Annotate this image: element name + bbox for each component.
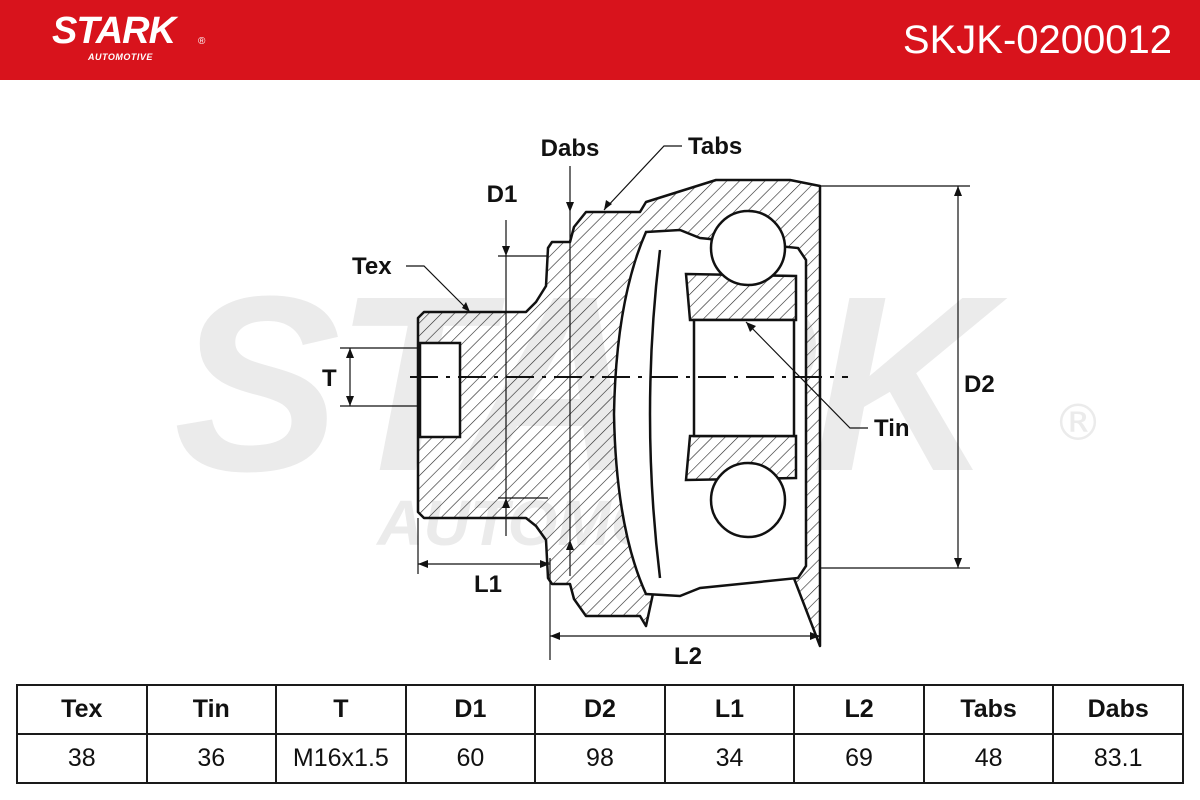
label-t: T — [322, 365, 337, 392]
label-tin: Tin — [874, 415, 910, 442]
stark-logo: STARK ® AUTOMOTIVE — [52, 10, 212, 66]
arrowheads — [346, 186, 962, 640]
arrow-l2-right — [810, 632, 820, 640]
col-header: D2 — [534, 684, 666, 735]
cv-joint-drawing: Dabs Tabs D1 Tex T D2 Tin L1 L2 — [322, 133, 995, 670]
arrow-dabs-top — [566, 202, 574, 212]
arrow-t-bottom — [346, 396, 354, 406]
arrow-dabs-bottom — [566, 540, 574, 550]
header-rect — [0, 0, 1200, 80]
label-tabs: Tabs — [688, 133, 742, 160]
arrow-l1-right — [540, 560, 550, 568]
table-cell: 69 — [793, 733, 925, 784]
arrow-d2-top — [954, 186, 962, 196]
label-d2: D2 — [964, 371, 995, 398]
label-l1: L1 — [474, 571, 502, 598]
dimension-lines — [340, 145, 970, 660]
raceway-curve — [648, 249, 662, 579]
arrow-d2-bottom — [954, 558, 962, 568]
shaft-bore — [418, 341, 462, 439]
arrow-l2-left — [550, 632, 560, 640]
col-header: Dabs — [1052, 684, 1184, 735]
balls — [709, 209, 787, 539]
table-cell: 38 — [16, 733, 148, 784]
arrow-tabs — [604, 200, 612, 210]
logo-registered-icon: ® — [198, 36, 206, 47]
header-background — [0, 0, 1200, 80]
label-dabs: Dabs — [541, 135, 600, 162]
leader-tex — [406, 265, 471, 313]
ball-top — [709, 209, 787, 287]
arrow-d1-top — [502, 246, 510, 256]
logo-brand: STARK — [52, 10, 176, 52]
header-bar: STARK ® AUTOMOTIVE SKJK-0200012 — [0, 0, 1200, 80]
spec-table-header-row: Tex Tin T D1 D2 L1 L2 Tabs Dabs — [16, 684, 1184, 735]
col-header: L2 — [793, 684, 925, 735]
ball-bottom — [709, 461, 787, 539]
spec-table-value-row: 38 36 M16x1.5 60 98 34 69 48 83.1 — [16, 733, 1184, 784]
leader-tin — [745, 321, 868, 429]
label-d1: D1 — [487, 181, 518, 208]
col-header: Tex — [16, 684, 148, 735]
label-tex: Tex — [352, 253, 392, 280]
label-l2: L2 — [674, 643, 702, 670]
table-cell: 60 — [404, 733, 537, 784]
arrow-t-top — [346, 348, 354, 358]
watermark-registered-icon: ® — [1053, 394, 1103, 452]
arrow-l1-left — [418, 560, 428, 568]
part-number: SKJK-0200012 — [902, 18, 1172, 62]
table-cell: M16x1.5 — [275, 733, 407, 784]
table-cell: 34 — [663, 733, 796, 784]
table-cell: 98 — [534, 733, 666, 784]
col-header: L1 — [663, 684, 796, 735]
spec-table: Tex Tin T D1 D2 L1 L2 Tabs Dabs 38 36 M1… — [16, 684, 1184, 784]
col-header: Tin — [145, 684, 278, 735]
arrow-tin — [746, 322, 756, 332]
leader-tabs — [603, 145, 682, 211]
col-header: T — [275, 684, 407, 735]
table-cell: 83.1 — [1052, 733, 1184, 784]
col-header: D1 — [404, 684, 537, 735]
arrow-d1-bottom — [502, 498, 510, 508]
table-cell: 48 — [922, 733, 1055, 784]
col-header: Tabs — [922, 684, 1055, 735]
arrow-tex — [462, 302, 470, 312]
logo-subtitle: AUTOMOTIVE — [88, 52, 153, 62]
table-cell: 36 — [145, 733, 278, 784]
